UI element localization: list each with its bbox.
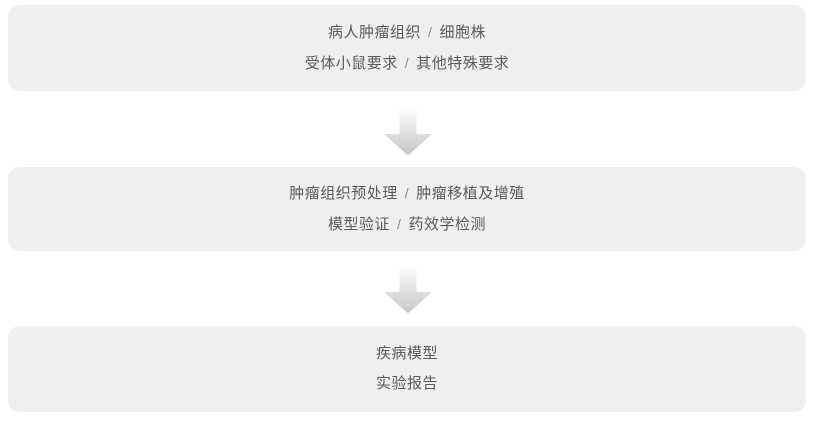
flow-stage-outputs: 疾病模型 实验报告 <box>8 326 806 412</box>
stage-text-left: 模型验证 <box>328 216 391 233</box>
stage-line: 实验报告 <box>376 369 438 399</box>
stage-separator: / <box>397 216 402 232</box>
flow-stage-process: 肿瘤组织预处理 / 肿瘤移植及增殖 模型验证 / 药效学检测 <box>8 167 806 251</box>
stage-text-right: 细胞株 <box>439 24 486 41</box>
stage-text-right: 肿瘤移植及增殖 <box>416 185 525 202</box>
stage-text-right: 其他特殊要求 <box>416 55 510 72</box>
flow-stage-inputs: 病人肿瘤组织 / 细胞株 受体小鼠要求 / 其他特殊要求 <box>8 5 806 91</box>
stage-line: 受体小鼠要求 / 其他特殊要求 <box>305 48 509 79</box>
stage-text-left: 肿瘤组织预处理 <box>289 185 398 202</box>
stage-line: 病人肿瘤组织 / 细胞株 <box>328 17 486 48</box>
stage-separator: / <box>428 24 433 40</box>
arrow-down-icon <box>383 268 433 314</box>
stage-text-left: 疾病模型 <box>375 345 438 362</box>
arrow-down-icon <box>383 110 433 156</box>
stage-separator: / <box>404 55 410 71</box>
stage-separator: / <box>404 185 410 201</box>
stage-line: 疾病模型 <box>376 339 438 369</box>
stage-text-left: 受体小鼠要求 <box>304 55 398 72</box>
stage-line: 肿瘤组织预处理 / 肿瘤移植及增殖 <box>289 178 524 209</box>
stage-text-right: 药效学检测 <box>408 216 486 233</box>
stage-line: 模型验证 / 药效学检测 <box>328 209 486 240</box>
stage-text-left: 病人肿瘤组织 <box>328 24 422 41</box>
stage-text-left: 实验报告 <box>375 375 438 392</box>
